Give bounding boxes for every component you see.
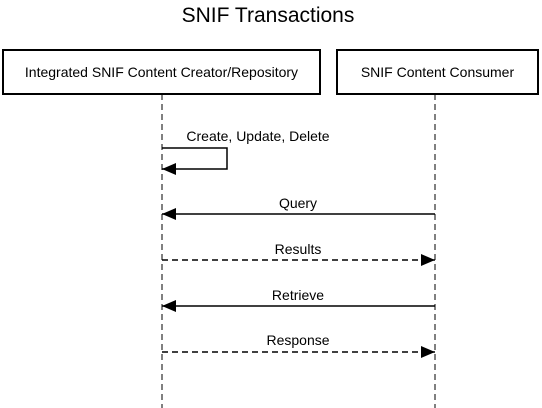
message-create-update-delete: Create, Update, Delete — [162, 128, 330, 175]
participant-creator-label: Integrated SNIF Content Creator/Reposito… — [25, 64, 298, 80]
participant-creator-box — [2, 49, 321, 95]
message-label: Query — [279, 195, 317, 211]
message-query: Query — [162, 195, 435, 220]
participant-creator: Integrated SNIF Content Creator/Reposito… — [2, 49, 321, 95]
participant-consumer: SNIF Content Consumer — [336, 49, 539, 95]
message-retrieve: Retrieve — [162, 287, 435, 312]
diagram-title: SNIF Transactions — [182, 4, 355, 27]
participant-consumer-label: SNIF Content Consumer — [361, 64, 515, 80]
self-call-arrow — [162, 147, 228, 175]
message-label: Results — [275, 241, 322, 257]
message-label: Create, Update, Delete — [186, 128, 329, 144]
message-label: Retrieve — [272, 287, 324, 303]
participant-consumer-box — [336, 49, 539, 95]
message-response: Response — [162, 332, 435, 358]
message-results: Results — [162, 241, 435, 266]
message-label: Response — [266, 332, 329, 348]
